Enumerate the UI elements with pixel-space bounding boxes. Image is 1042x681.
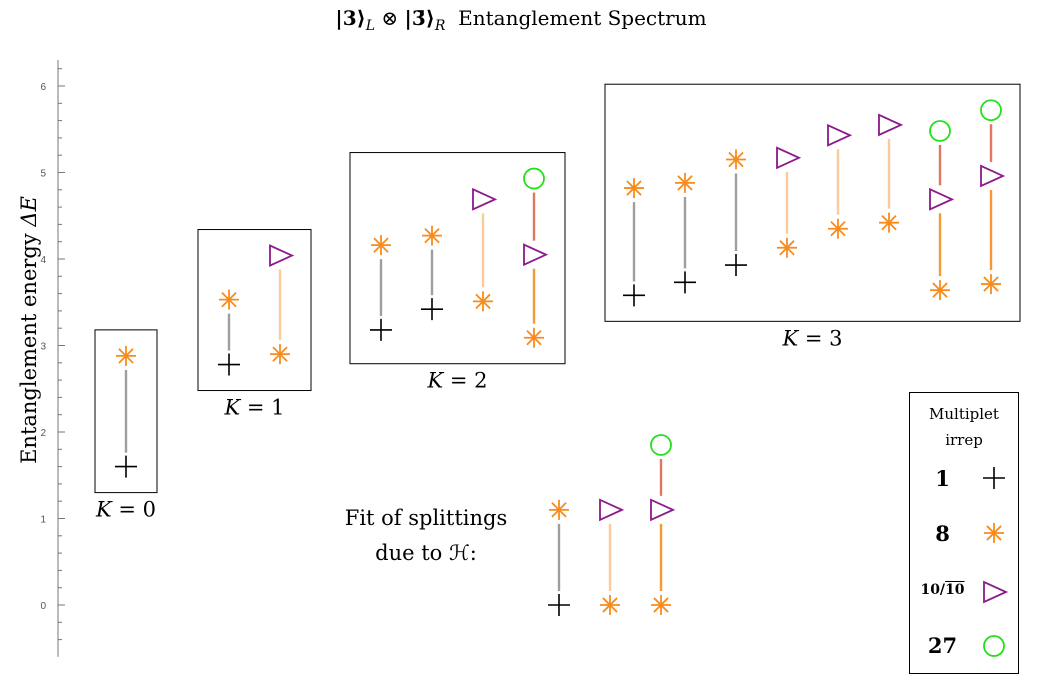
singlet-marker (115, 455, 137, 478)
octet-marker (984, 523, 1004, 543)
octet-marker (524, 327, 544, 348)
decuplet-marker (599, 498, 625, 522)
chart-title: |3⟩L ⊗ |3̄⟩R Entanglement Spectrum (335, 6, 707, 34)
singlet-marker (370, 318, 392, 341)
fit-label: Fit of splittings due to ℋ: (344, 506, 508, 565)
legend-label-twentyseven: 27 (927, 633, 958, 658)
octet-marker (600, 595, 620, 615)
singlet-marker (421, 298, 443, 321)
y-tick-label: 5 (40, 169, 46, 180)
k-group-label: K = 1 (223, 396, 284, 420)
legend-label-singlet: 1 (935, 466, 950, 491)
decuplet-marker (523, 243, 549, 267)
legend-header: Multiplet irrep (929, 405, 999, 449)
twentyseven-marker (929, 120, 951, 142)
octet-marker (777, 237, 797, 258)
twentyseven-marker (983, 635, 1005, 657)
k-group-label: K = 2 (426, 369, 487, 393)
decuplet-marker (269, 244, 295, 267)
decuplet-marker (980, 164, 1006, 188)
decuplet-marker (827, 123, 853, 147)
k-group-box (94, 329, 158, 494)
legend-label-decuplet: 10/10 (920, 582, 965, 598)
singlet-marker (623, 284, 645, 307)
y-tick-label: 4 (40, 255, 46, 266)
singlet-marker (725, 254, 747, 277)
singlet-marker (548, 594, 570, 616)
octet-marker (930, 280, 950, 301)
legend: Multiplet irrep 1 8 10/10 27 (909, 392, 1019, 674)
octet-marker (422, 225, 442, 246)
octet-marker (675, 172, 695, 193)
octet-marker (549, 499, 569, 520)
octet-marker (219, 289, 239, 310)
twentyseven-marker (980, 99, 1002, 122)
k-group-label: K = 0 (95, 498, 156, 522)
octet-marker (116, 345, 136, 366)
octet-marker (726, 149, 746, 170)
decuplet-marker (878, 113, 904, 137)
octet-marker (651, 595, 671, 615)
legend-label-octet: 8 (935, 521, 950, 546)
octet-marker (270, 344, 290, 365)
k-group-box (197, 229, 312, 392)
twentyseven-marker (650, 434, 672, 456)
y-tick-label: 6 (40, 82, 46, 93)
decuplet-marker (472, 187, 498, 211)
octet-marker (624, 178, 644, 199)
twentyseven-marker (523, 167, 545, 190)
decuplet-marker (650, 498, 676, 522)
decuplet-marker (929, 187, 955, 211)
octet-marker (473, 291, 493, 312)
k-group-box (349, 152, 566, 365)
y-tick-label: 0 (40, 601, 46, 612)
decuplet-marker (776, 146, 802, 170)
singlet-marker (983, 467, 1005, 489)
decuplet-marker (983, 580, 1009, 604)
y-tick-label: 3 (40, 342, 46, 353)
y-tick-label: 2 (40, 428, 46, 439)
y-tick-label: 1 (40, 515, 46, 526)
octet-marker (981, 274, 1001, 295)
octet-marker (879, 212, 899, 233)
k-group-box (604, 83, 1021, 322)
singlet-marker (218, 353, 240, 376)
octet-marker (828, 218, 848, 239)
singlet-marker (674, 271, 696, 294)
octet-marker (371, 235, 391, 256)
k-group-label: K = 3 (781, 326, 842, 350)
